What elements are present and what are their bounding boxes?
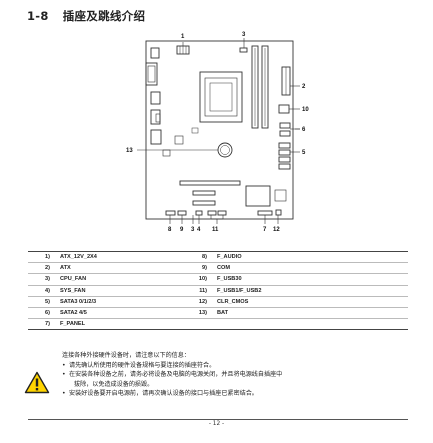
table-row: 7)F_PANEL [28,318,408,331]
warning-triangle-icon [24,371,50,394]
table-row: 2)ATX 9)COM [28,262,408,275]
table-row: 5)SATA3 0/1/2/3 12)CLR_CMOS [28,296,408,308]
pcie-x1-slot-2 [192,200,216,206]
com-header [177,210,187,216]
sata3-port-c [278,156,291,163]
io-audio [150,129,162,145]
table-row: 6)SATA2 4/5 13)BAT [28,307,408,320]
callout-4: 4 [197,227,201,233]
f-usb-header-1 [207,210,217,216]
io-shield-top [150,47,160,59]
sata3-port-d [278,163,291,170]
table-row: 1)ATX_12V_2X4 8)F_AUDIO [28,250,408,264]
callout-3: 3 [242,32,246,38]
callout-9: 9 [180,227,184,233]
sys-fan-header [195,210,203,216]
callout-10: 10 [302,107,309,113]
callout-8: 8 [168,227,172,233]
footer-divider [28,419,408,420]
section-heading: 1-8 插座及跳线介绍 [27,8,145,24]
clr-cmos-jumper [275,209,282,216]
f-usb-header-2 [217,210,227,216]
cpu-fan-header [239,47,248,53]
page-number: - 12 - [208,421,225,427]
f-audio-header [165,210,176,216]
callout-13: 13 [126,148,133,154]
pcie-x16-slot [179,180,241,186]
board-outline [145,40,294,220]
dimm-slot-2 [261,45,269,129]
sata2-port-b [279,130,291,137]
f-panel-header [257,210,273,216]
dimm-slot-1 [251,45,259,129]
battery-cell [217,142,233,158]
callout-5: 5 [302,150,306,156]
notice-bullet-2-continuation: 拔除，以免造成设备的损毁。 [74,380,154,388]
notice-text: 连接各种外接硬件设备时，请注意以下的信息： 请先确认所使用的硬件设备规格与要连接… [62,351,282,399]
usb30-header [278,104,290,114]
notice-bullet-3: 安装好设备要开启电源前，请再次确认设备的接口与插座已紧密结合。 [62,389,282,399]
section-number: 1-8 [27,9,49,23]
sata3-port-a [278,142,291,149]
sata2-port-a [279,122,291,129]
notice-intro: 连接各种外接硬件设备时，请注意以下的信息： [62,352,190,359]
caution-notice: 连接各种外接硬件设备时，请注意以下的信息： 请先确认所使用的硬件设备规格与要连接… [24,351,408,421]
io-usb [150,91,161,105]
motherboard-layout-diagram: 1 3 2 10 6 5 13 8 9 3 4 11 7 12 [126,32,309,233]
callout-11: 11 [212,227,219,233]
sata3-port-b [278,149,291,156]
pcie-x1-slot-1 [192,190,216,196]
section-title: 插座及跳线介绍 [62,9,146,23]
notice-bullet-2: 在安装各种设备之前，请务必将设备及电脑的电源关闭，并且将电源线自插座中 [62,370,282,380]
table-row: 4)SYS_FAN 11)F_USB1/F_USB2 [28,285,408,297]
connector-list-table: 1)ATX_12V_2X4 8)F_AUDIO 2)ATX 9)COM 3)CP… [28,250,408,331]
callout-6: 6 [302,127,306,133]
callout-7: 7 [263,227,267,233]
table-row: 3)CPU_FAN 10)F_USB30 [28,273,408,286]
callout-12: 12 [273,227,280,233]
callout-3b: 3 [191,227,195,233]
cpu-socket [199,71,243,123]
notice-bullet-1: 请先确认所使用的硬件设备规格与要连接的插座符合。 [62,361,282,371]
chipset [245,185,271,207]
callout-1: 1 [181,34,185,40]
callout-2: 2 [302,84,306,90]
io-vga [145,62,158,86]
